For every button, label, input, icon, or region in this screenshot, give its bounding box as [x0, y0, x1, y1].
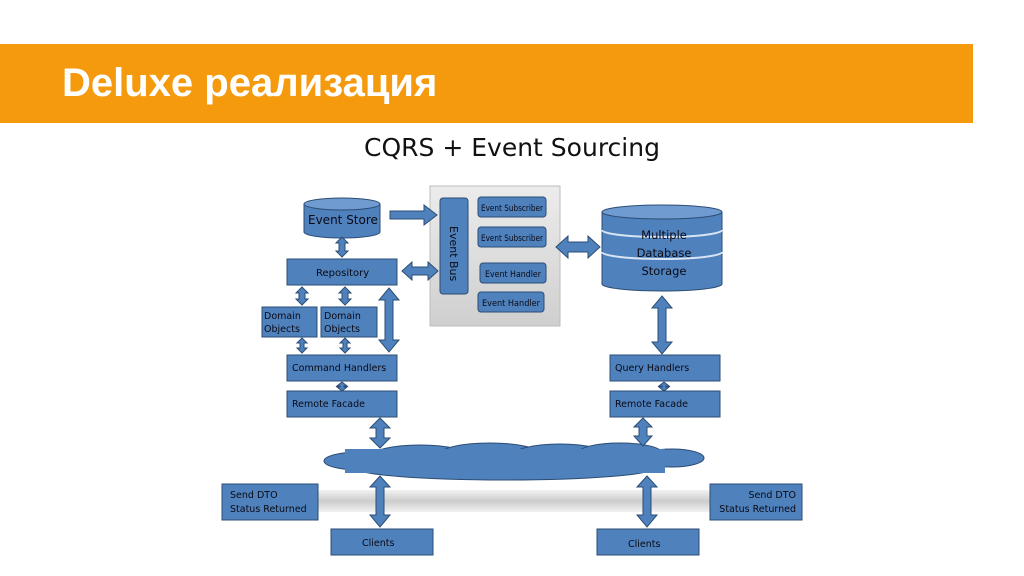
svg-text:Storage: Storage [642, 264, 687, 278]
arrow-repo-domain-2 [337, 286, 353, 306]
event-subscriber-2-label: Event Subscriber [481, 234, 543, 244]
event-handler-1-label: Event Handler [485, 270, 541, 280]
send-dto-left-line-2: Status Returned [230, 504, 307, 515]
arrow-cloud-clients-right [635, 475, 659, 528]
page-title: Deluxe реализация [62, 61, 438, 105]
arrow-store-to-bus [389, 203, 438, 227]
send-dto-left-box [221, 483, 319, 521]
database-cylinder [601, 204, 723, 292]
arrow-db-query [650, 295, 674, 355]
clients-left-box [330, 528, 434, 556]
clients-right-box [596, 528, 700, 556]
event-bus-box [439, 197, 469, 295]
arrow-facade-cloud-right [632, 417, 654, 447]
send-dto-right-box [709, 483, 803, 521]
domain-objects-2-line-2: Objects [324, 324, 360, 335]
event-handler-2 [477, 291, 545, 313]
domain-objects-1-line-2: Objects [264, 324, 300, 335]
transport-band [318, 490, 710, 512]
svg-text:Status Returned: Status Returned [719, 504, 796, 515]
send-dto-right-line-1: Send DTO [748, 490, 796, 501]
event-handler-1 [479, 262, 547, 284]
event-store-cylinder [303, 197, 381, 239]
svg-text:Status Returned: Status Returned [230, 504, 307, 515]
event-bus-label: Event Bus [447, 226, 460, 282]
clients-right-label: Clients [628, 539, 661, 550]
database-label-line-2: Database [637, 246, 692, 260]
arrow-repository-bus [401, 260, 439, 282]
arrow-repo-domain-1 [294, 286, 310, 306]
remote-facade-left-box [286, 390, 398, 418]
domain-objects-1 [261, 306, 318, 338]
database-label-line-3: Storage [642, 264, 687, 278]
arrow-cloud-clients-left [368, 475, 392, 528]
event-store-label: Event Store [308, 213, 378, 227]
clients-left-label: Clients [362, 538, 395, 549]
arrow-store-repository [334, 236, 350, 258]
database-label-line-1: Multiple [641, 228, 687, 242]
svg-text:Domain: Domain [264, 311, 301, 322]
remote-facade-right-box [609, 390, 721, 418]
arrow-domain-cmd-2 [338, 337, 352, 354]
repository-box [286, 258, 398, 286]
send-dto-left-line-1: Send DTO [230, 490, 278, 501]
svg-text:Objects: Objects [324, 324, 360, 335]
arrow-domain-cmd-1 [295, 337, 309, 354]
query-handlers-label: Query Handlers [615, 363, 689, 374]
event-subscriber-2 [477, 226, 547, 248]
command-handlers-label: Command Handlers [292, 363, 386, 374]
domain-objects-2 [320, 306, 378, 338]
svg-text:Send DTO: Send DTO [748, 490, 796, 501]
query-handlers-box [609, 354, 721, 382]
remote-facade-left-label: Remote Facade [292, 399, 365, 410]
svg-text:Domain: Domain [324, 311, 361, 322]
title-banner [0, 44, 973, 123]
arrow-cmd-facade [335, 381, 349, 392]
event-subscriber-1 [477, 196, 547, 218]
svg-text:Send DTO: Send DTO [230, 490, 278, 501]
arrow-repo-cmd [377, 287, 401, 353]
svg-text:Database: Database [637, 246, 692, 260]
event-handler-2-label: Event Handler [482, 299, 540, 309]
event-subscriber-1-label: Event Subscriber [481, 204, 543, 214]
domain-objects-1-line-1: Domain [264, 311, 301, 322]
svg-text:Objects: Objects [264, 324, 300, 335]
remote-facade-right-label: Remote Facade [615, 399, 688, 410]
arrow-query-facade [657, 381, 671, 392]
arrow-facade-cloud-left [368, 417, 392, 449]
repository-label: Repository [316, 268, 369, 279]
send-dto-right-line-2: Status Returned [719, 504, 796, 515]
svg-text:Multiple: Multiple [641, 228, 687, 242]
domain-objects-2-line-1: Domain [324, 311, 361, 322]
diagram-subtitle: CQRS + Event Sourcing [364, 133, 660, 162]
command-handlers-box [286, 354, 398, 382]
network-cloud [323, 442, 705, 481]
arrow-bus-database [555, 234, 601, 260]
